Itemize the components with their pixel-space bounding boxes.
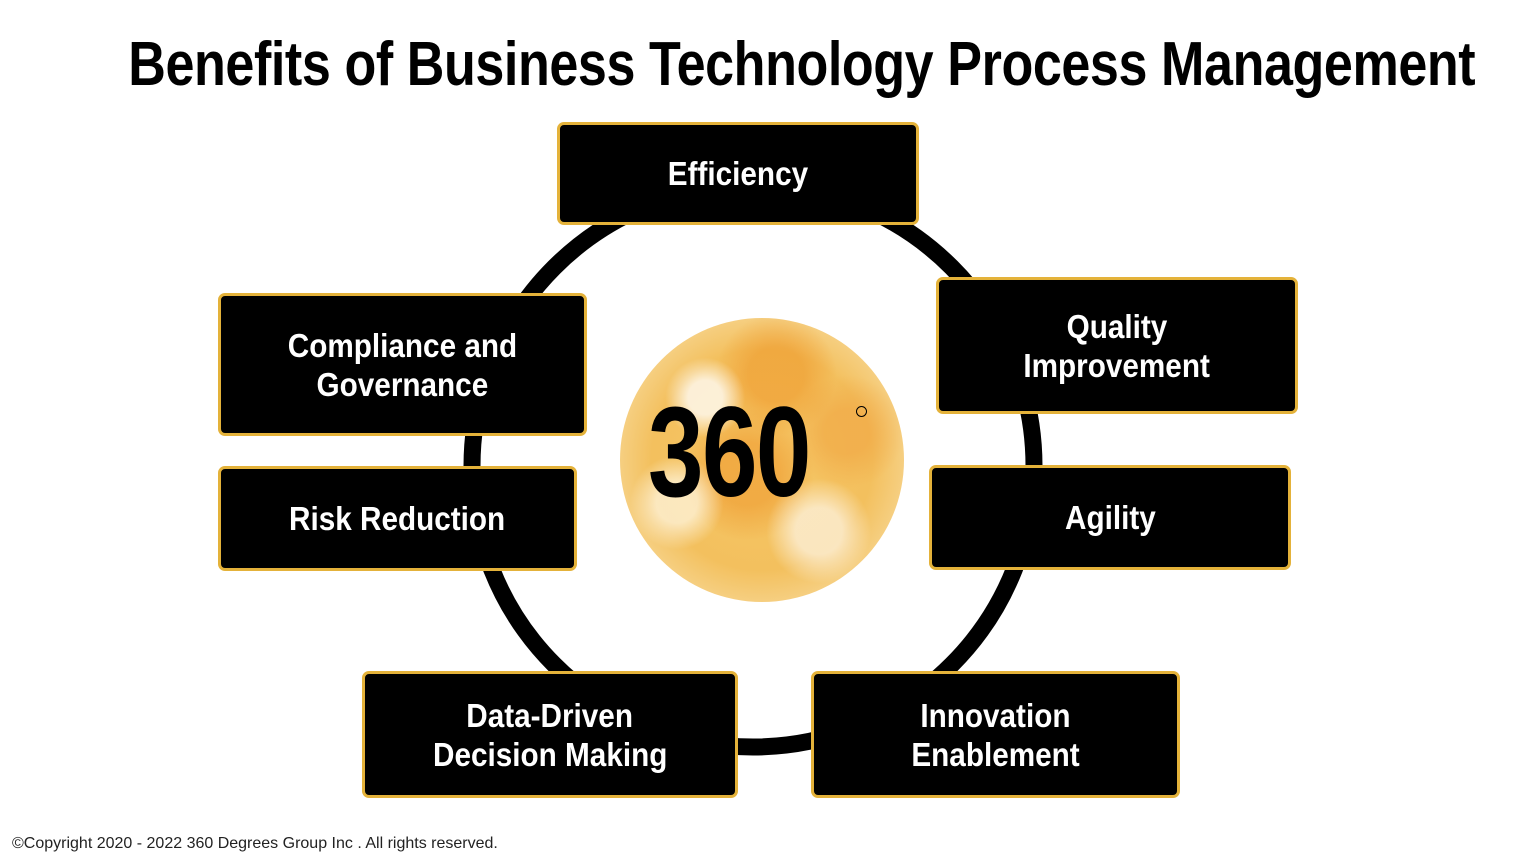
benefit-label: Innovation	[920, 696, 1071, 734]
degree-symbol-icon	[856, 406, 867, 417]
copyright-footer: ©Copyright 2020 - 2022 360 Degrees Group…	[12, 835, 498, 852]
benefit-label: Governance	[316, 365, 489, 403]
benefit-box-agility: Agility	[929, 465, 1291, 570]
benefit-box-data-driven-decision-making: Data-Driven Decision Making	[362, 671, 738, 798]
benefit-label: Quality	[1066, 307, 1168, 345]
benefit-label: Decision Making	[432, 735, 668, 773]
benefit-box-innovation-enablement: Innovation Enablement	[811, 671, 1180, 798]
benefit-box-efficiency: Efficiency	[557, 122, 919, 225]
page-title: Benefits of Business Technology Process …	[0, 28, 1536, 102]
benefit-label: Agility	[1064, 499, 1156, 536]
page-title-text: Benefits of Business Technology Process …	[128, 30, 1476, 99]
benefit-label: Efficiency	[667, 155, 809, 192]
moon-icon	[620, 318, 904, 602]
benefit-label: Enablement	[911, 735, 1080, 773]
benefit-label: Compliance and	[287, 326, 518, 364]
benefit-label: Risk Reduction	[289, 500, 506, 537]
center-360-label: 360	[648, 381, 811, 524]
benefit-box-quality-improvement: Quality Improvement	[936, 277, 1298, 414]
benefit-box-compliance-and-governance: Compliance and Governance	[218, 293, 587, 436]
benefit-box-risk-reduction: Risk Reduction	[218, 466, 577, 571]
benefit-label: Improvement	[1023, 346, 1211, 384]
benefit-label: Data-Driven	[466, 696, 634, 734]
